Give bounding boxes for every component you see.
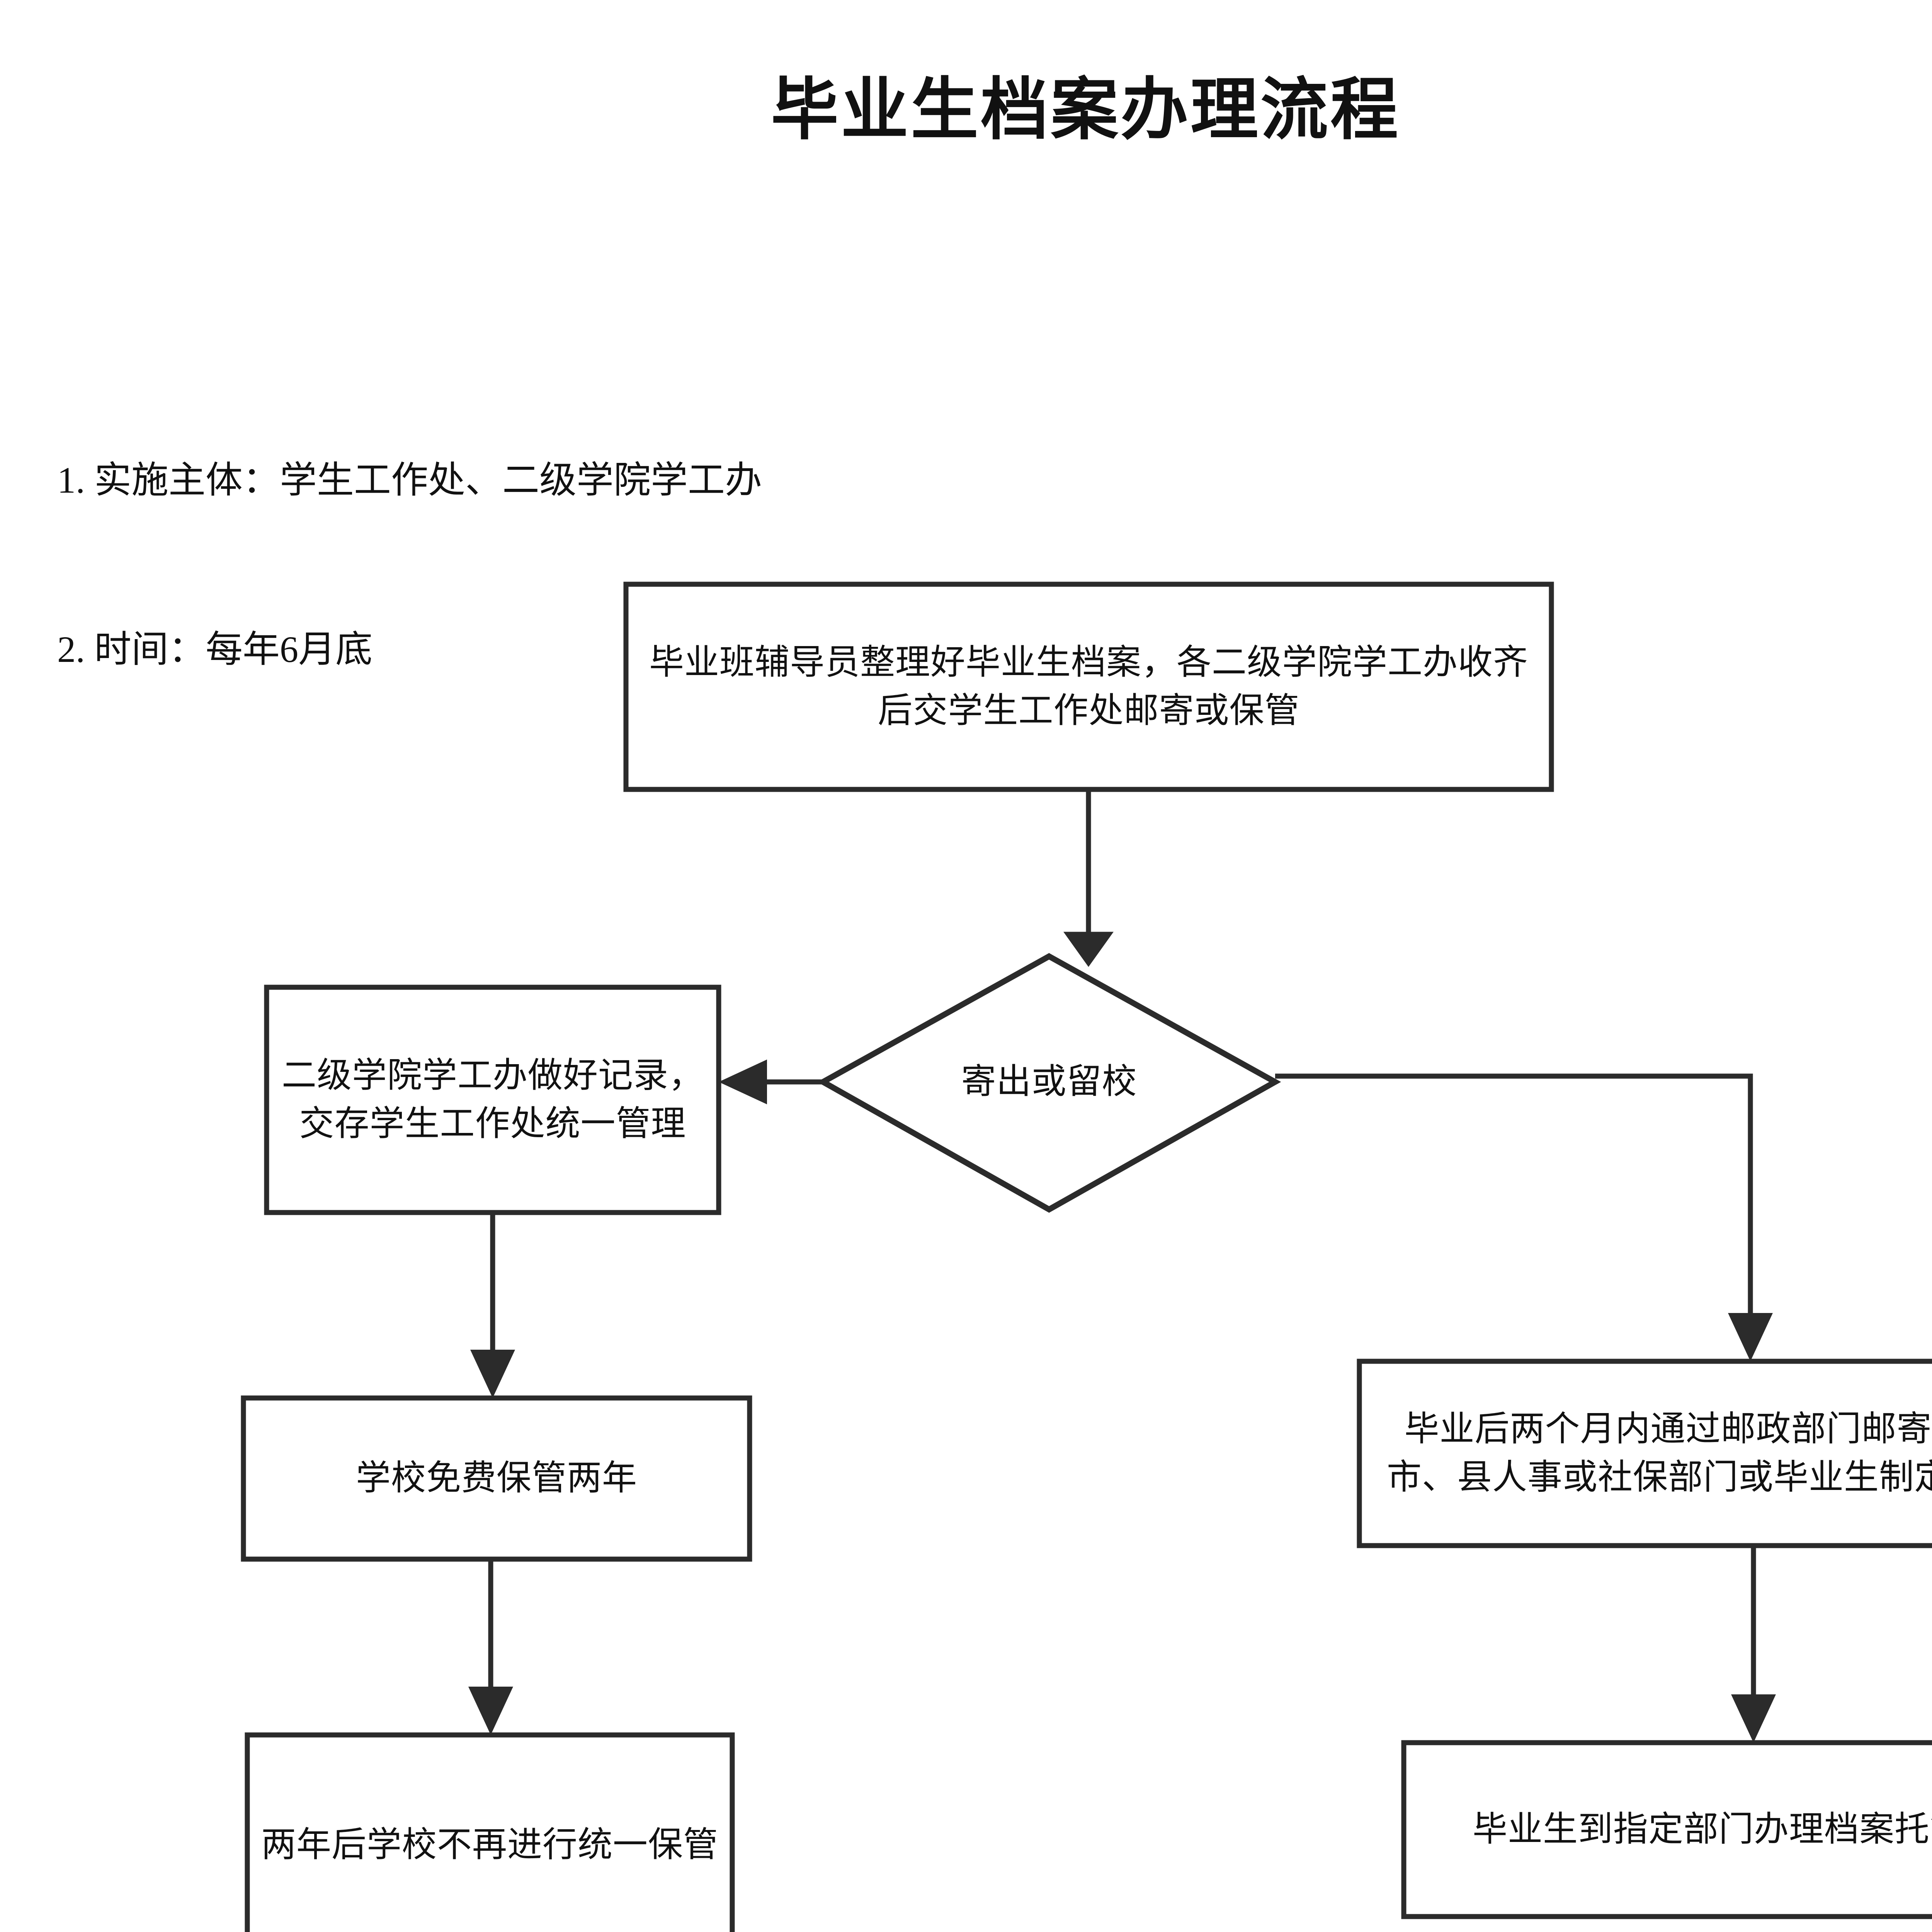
- node-label-text: 两年后学校不再进行统一保管: [261, 1825, 718, 1864]
- arrow-head-down: [470, 1350, 515, 1398]
- node-shape-start[interactable]: [623, 582, 1554, 792]
- node-label-text: 毕业生到指定部门办理档案托管手续: [1473, 1810, 1932, 1849]
- edge-mailout-to-handover: [1731, 1546, 1776, 1743]
- node-shape-record[interactable]: [264, 985, 721, 1215]
- intro-notes: 1. 实施主体：学生工作处、二级学院学工办 2. 时间：每年6月底: [57, 339, 762, 790]
- arrow-head-down: [1731, 1694, 1776, 1743]
- arrow-head-down: [1728, 1313, 1773, 1361]
- arrow-head-left: [719, 1060, 767, 1104]
- edge-free2y-to-after2y: [468, 1559, 513, 1735]
- edge-line: [1275, 1073, 1753, 1335]
- intro-line-1: 1. 实施主体：学生工作处、二级学院学工办: [57, 459, 762, 501]
- node-shape-after2y[interactable]: [245, 1732, 735, 1932]
- edge-decision-to-mailout: [1275, 1073, 1773, 1361]
- arrow-head-down: [468, 1687, 513, 1735]
- node-label-decision[interactable]: 寄出或留校: [856, 1020, 1242, 1144]
- node-shape-handover[interactable]: [1401, 1740, 1932, 1919]
- intro-line-2: 2. 时间：每年6月底: [57, 628, 372, 670]
- node-shape-decision[interactable]: [817, 953, 1281, 1213]
- node-label-text: 寄出或留校: [961, 1062, 1137, 1101]
- page-title: 毕业生档案办理流程: [771, 73, 1400, 148]
- node-label-handover[interactable]: 毕业生到指定部门办理档案托管手续: [1404, 1743, 1932, 1917]
- node-shape-free2y[interactable]: [241, 1395, 752, 1562]
- node-shape-mailout[interactable]: [1357, 1359, 1932, 1548]
- node-label-after2y[interactable]: 两年后学校不再进行统一保管: [247, 1735, 732, 1932]
- node-label-free2y[interactable]: 学校免费保管两年: [243, 1398, 750, 1559]
- node-label-record[interactable]: 二级学院学工办做好记录，交存学生工作处统一管理: [267, 987, 719, 1213]
- node-label-start[interactable]: 毕业班辅导员整理好毕业生档案，各二级学院学工办收齐后交学生工作处邮寄或保管: [626, 584, 1551, 789]
- node-label-text: 毕业后两个月内通过邮政部门邮寄回生源地市、县人事或社保部门或毕业生制定接收单位: [1387, 1410, 1932, 1497]
- node-label-mailout[interactable]: 毕业后两个月内通过邮政部门邮寄回生源地市、县人事或社保部门或毕业生制定接收单位: [1359, 1361, 1932, 1546]
- node-label-text: 二级学院学工办做好记录，交存学生工作处统一管理: [282, 1056, 704, 1143]
- node-label-text: 毕业班辅导员整理好毕业生档案，各二级学院学工办收齐后交学生工作处邮寄或保管: [649, 643, 1528, 730]
- node-label-text: 学校免费保管两年: [356, 1459, 637, 1498]
- edge-record-to-free2y: [470, 1213, 515, 1398]
